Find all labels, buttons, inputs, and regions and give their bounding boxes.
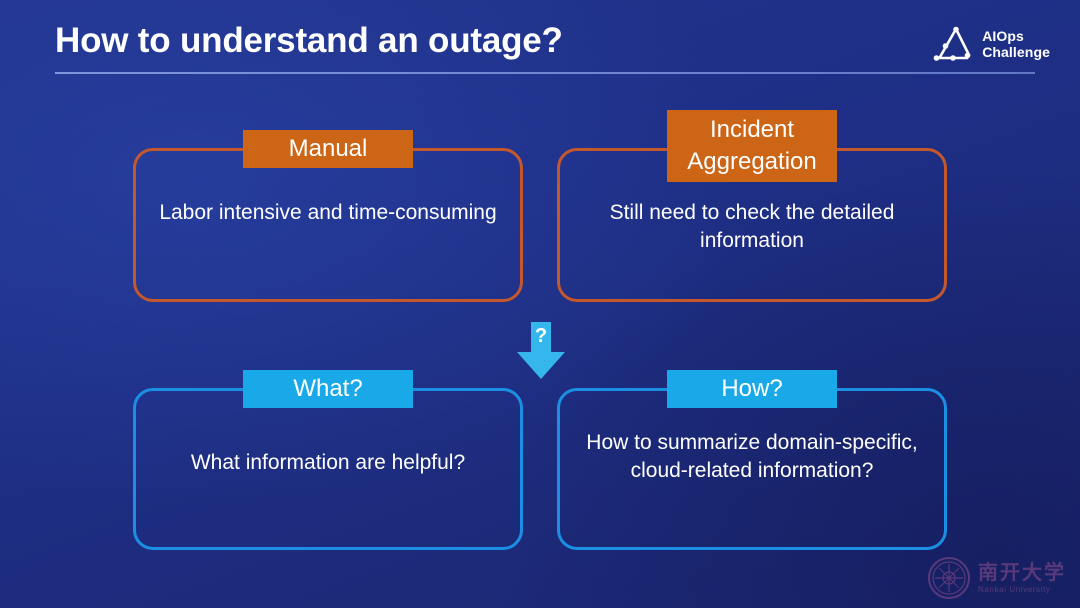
aiops-triangle-icon: [933, 26, 971, 61]
card-manual-tab[interactable]: Manual: [243, 130, 413, 168]
title-underline-divider: [55, 72, 1035, 74]
card-manual[interactable]: Labor intensive and time-consuming: [133, 148, 523, 302]
aiops-logo-wordmark: AIOps Challenge: [982, 28, 1050, 60]
page-title: How to understand an outage?: [55, 21, 563, 60]
nankai-university-watermark: 南开大学 Nankai University: [927, 556, 1066, 600]
card-what[interactable]: What information are helpful?: [133, 388, 523, 550]
card-how-tab[interactable]: How?: [667, 370, 837, 408]
nankai-name-en: Nankai University: [978, 584, 1051, 594]
aiops-logo-line2: Challenge: [982, 44, 1050, 60]
nankai-name-cn: 南开大学: [978, 561, 1066, 584]
card-incident-aggregation-tab[interactable]: Incident Aggregation: [667, 110, 837, 182]
card-how[interactable]: How to summarize domain-specific, cloud-…: [557, 388, 947, 550]
down-arrow-icon: [517, 322, 565, 379]
card-incident-aggregation-body: Still need to check the detailed informa…: [609, 201, 895, 252]
card-manual-body: Labor intensive and time-consuming: [159, 201, 497, 224]
card-what-tab[interactable]: What?: [243, 370, 413, 408]
aiops-logo-line1: AIOps: [982, 28, 1024, 44]
nankai-seal-icon: [928, 557, 970, 599]
aiops-challenge-logo: AIOps Challenge: [932, 24, 1050, 64]
nankai-wordmark: 南开大学 Nankai University: [978, 563, 1066, 594]
card-how-body: How to summarize domain-specific, cloud-…: [586, 431, 918, 482]
connector-arrow: ?: [513, 322, 569, 380]
title-area: How to understand an outage?: [55, 18, 1035, 78]
card-what-body: What information are helpful?: [190, 451, 466, 474]
